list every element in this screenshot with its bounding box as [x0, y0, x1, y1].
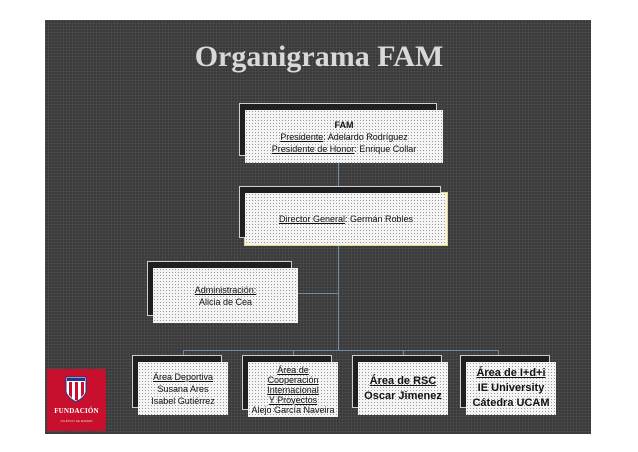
presidente-label: Presidente [280, 131, 324, 142]
director-box: Director General: Germán Robles [245, 193, 447, 245]
connector-area-2 [293, 350, 294, 362]
atletico-shield-icon [65, 376, 87, 403]
area-line-1: Área de I+d+i [476, 367, 546, 379]
presidente-line: Presidente: Adelardo Rodríguez [280, 131, 408, 143]
area-line-1: Área Deportiva [152, 371, 214, 382]
fam-title: FAM [334, 119, 354, 130]
area-line-2: Cooperación [267, 374, 319, 385]
honor-line: Presidente de Honor: Enrique Collar [272, 143, 417, 155]
area-line-3: Internacional [267, 384, 319, 395]
director-name: : Germán Robles [345, 214, 414, 224]
logo-subtitle: ATLÉTICO DE MADRID [60, 419, 93, 423]
presidente-name: : Adelardo Rodríguez [323, 131, 408, 142]
area-line-3: Cátedra UCAM [472, 397, 550, 409]
honor-label: Presidente de Honor [271, 143, 355, 154]
connector-horizontal [183, 350, 498, 351]
honor-name: : Enrique Collar [354, 143, 417, 154]
area-rsc-box: Área de RSC Oscar Jimenez [358, 362, 448, 415]
area-line-2: IE University [477, 382, 545, 394]
connector-area-1 [183, 350, 184, 362]
area-line-2: Susana Ares [157, 383, 209, 394]
fundacion-logo: FUNDACIÓN ATLÉTICO DE MADRID [47, 369, 106, 431]
admin-box: Administración: Alicia de Cea [153, 268, 298, 323]
admin-label: Administración: [194, 284, 257, 295]
director-label: Director General [278, 214, 345, 224]
director-line: Director General: Germán Robles [279, 213, 413, 225]
slide-title: Organigrama FAM [194, 40, 444, 73]
logo-name: FUNDACIÓN [54, 407, 99, 415]
area-deportiva-box: Área Deportiva Susana Ares Isabel Gutiér… [138, 362, 228, 415]
connector-area-4 [498, 350, 499, 362]
area-line-5: Alejo García Naveira [251, 404, 335, 415]
area-cooperacion-box: Área de Cooperación Internacional Y Proy… [248, 362, 338, 417]
connector-director-areas [338, 245, 339, 350]
area-line-4: Y Proyectos [268, 394, 318, 405]
area-line-1: Área de RSC [369, 374, 437, 387]
connector-area-3 [403, 350, 404, 362]
area-line-1: Área de [277, 364, 309, 375]
admin-name: Alicia de Cea [198, 296, 253, 307]
area-idi-box: Área de I+d+i IE University Cátedra UCAM [466, 362, 556, 415]
connector-fam-director [338, 163, 339, 193]
area-line-3: Isabel Gutiérrez [151, 395, 215, 406]
area-line-2: Oscar Jimenez [364, 389, 442, 402]
fam-box: FAM Presidente: Adelardo Rodríguez Presi… [245, 110, 443, 163]
